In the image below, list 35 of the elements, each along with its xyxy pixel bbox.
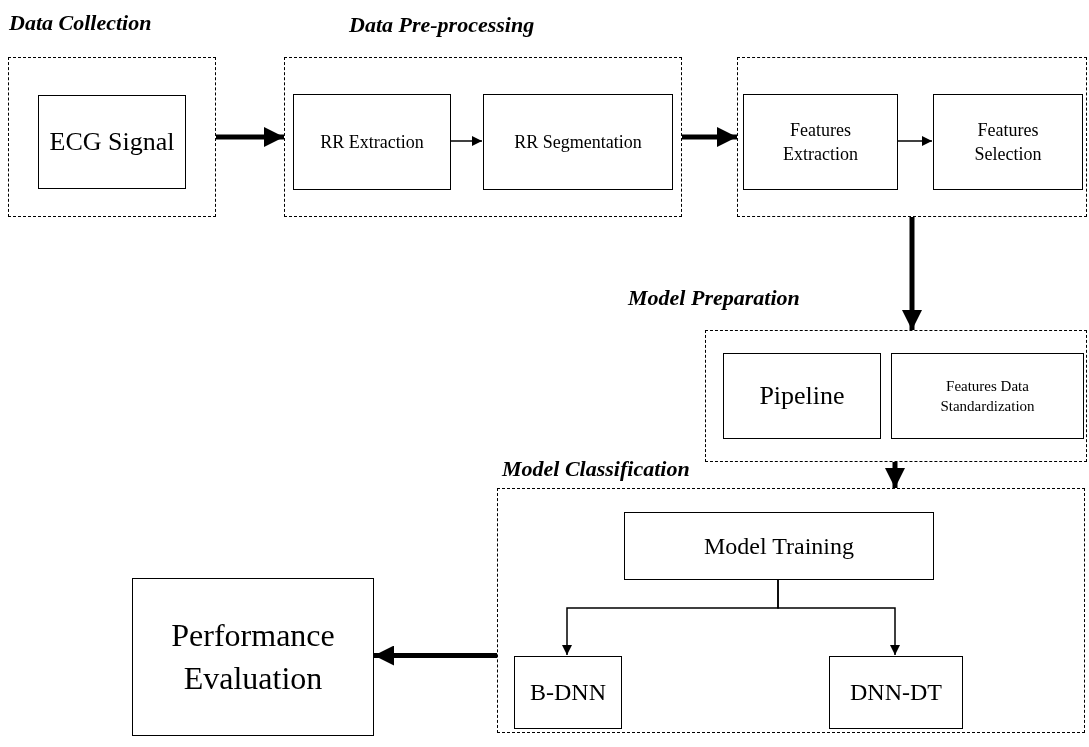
process-box xyxy=(293,94,451,190)
box-label: Features Extraction xyxy=(782,118,859,166)
process-box xyxy=(38,95,186,189)
process-box xyxy=(743,94,898,190)
box-label: Features Selection xyxy=(973,118,1043,166)
process-box xyxy=(624,512,934,580)
process-box xyxy=(514,656,622,729)
arrow xyxy=(777,578,900,656)
box-label: ECG Signal xyxy=(49,126,175,159)
process-box xyxy=(933,94,1083,190)
arrow xyxy=(449,136,483,146)
box-label: B-DNN xyxy=(530,678,606,708)
box-label: Performance Evaluation xyxy=(170,615,336,698)
box-label: Features Data Standardization xyxy=(939,376,1036,416)
group-heading: Data Collection xyxy=(9,9,152,37)
process-box xyxy=(132,578,374,736)
process-box xyxy=(891,353,1084,439)
box-label: RR Extraction xyxy=(320,130,424,154)
arrow xyxy=(896,136,933,146)
arrow xyxy=(682,127,737,147)
box-label: RR Segmentation xyxy=(514,130,642,154)
dashed-group-frame xyxy=(737,57,1087,217)
arrow xyxy=(216,127,284,147)
process-box xyxy=(829,656,963,729)
group-heading: Model Classification xyxy=(502,455,690,483)
group-heading: Data Pre-processing xyxy=(349,11,535,39)
box-label: Pipeline xyxy=(759,380,845,413)
box-label: DNN-DT xyxy=(850,678,942,708)
process-box xyxy=(723,353,881,439)
arrow xyxy=(902,217,922,330)
arrow xyxy=(885,462,905,488)
box-label: Model Training xyxy=(704,531,854,561)
group-heading: Model Preparation xyxy=(628,284,800,312)
arrow xyxy=(374,645,497,666)
process-box xyxy=(483,94,673,190)
